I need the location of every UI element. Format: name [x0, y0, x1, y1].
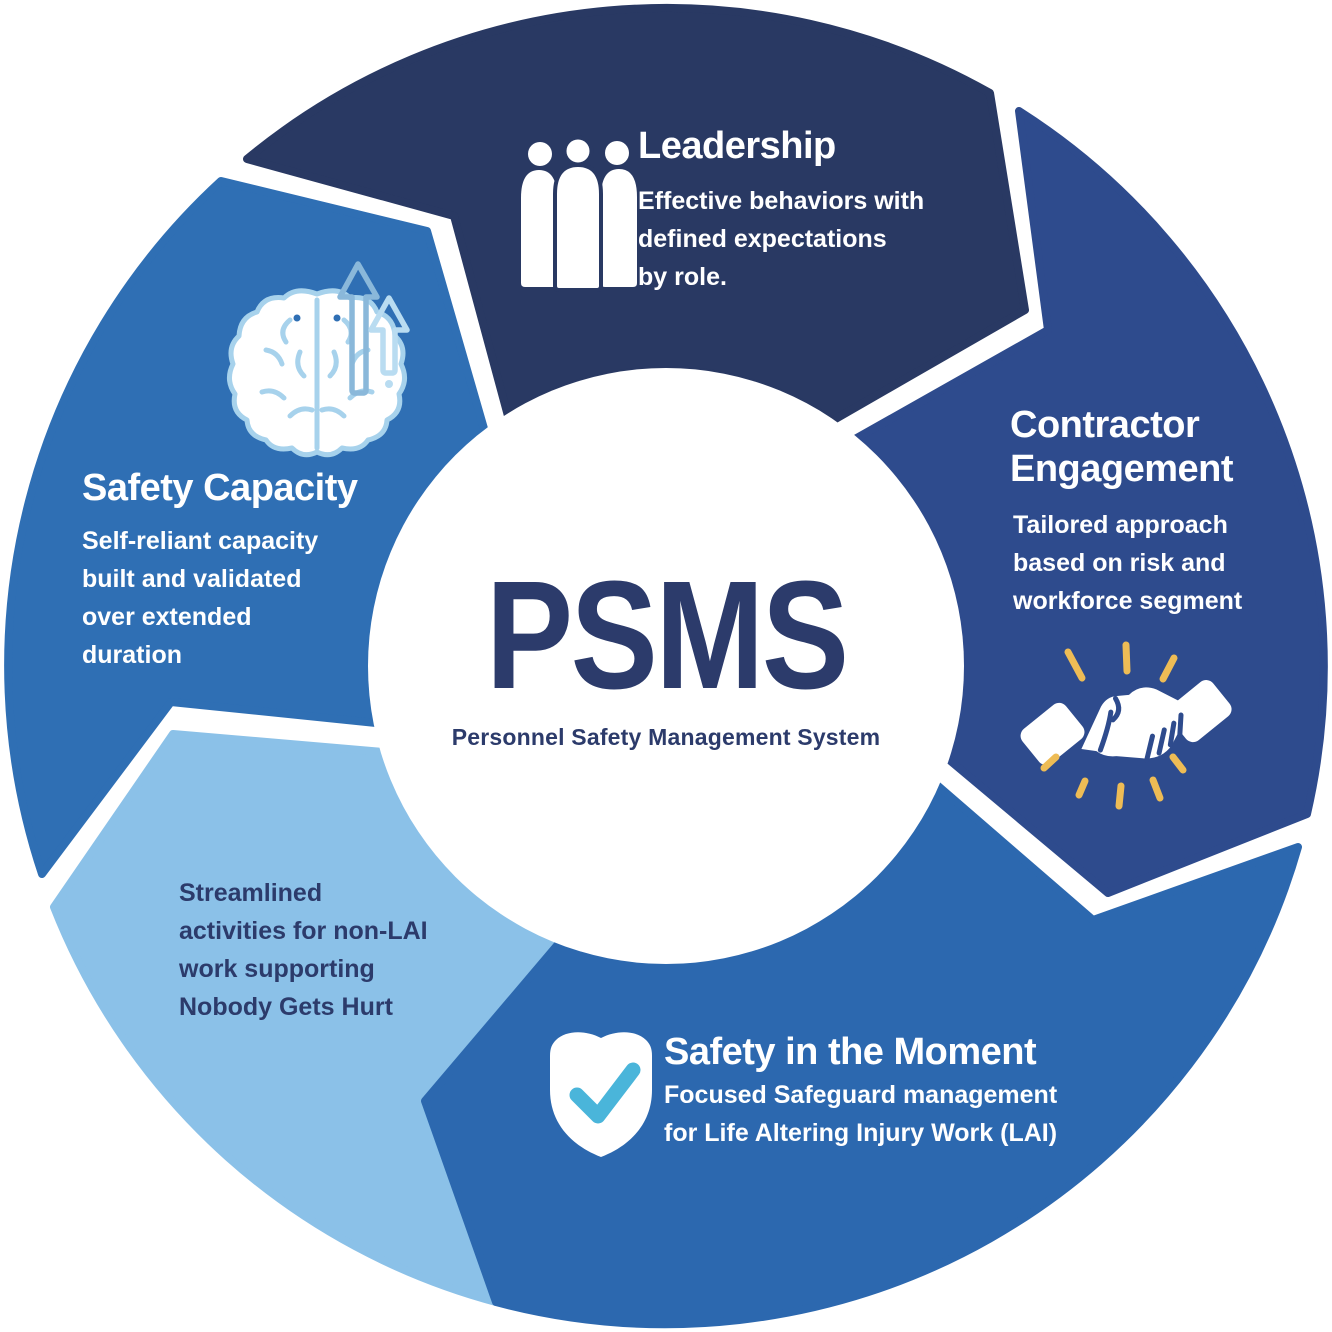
- center-acronym: PSMS: [0, 558, 1332, 712]
- text-line: by role.: [638, 263, 727, 291]
- safety-capacity-description: Self-reliant capacity built and validate…: [82, 522, 318, 674]
- psms-acronym-text: PSMS: [485, 549, 849, 721]
- text-line: over extended: [82, 603, 252, 631]
- text-line: work supporting: [179, 955, 375, 983]
- text-line: Tailored approach: [1013, 511, 1228, 539]
- handshake-rays: [1040, 641, 1187, 810]
- people-icon: [521, 135, 637, 292]
- brain-growth-icon: [227, 261, 410, 458]
- center-subtitle: Personnel Safety Management System: [451, 724, 881, 750]
- text-line: duration: [82, 641, 182, 669]
- safety-in-the-moment-description: Focused Safeguard management for Life Al…: [664, 1076, 1057, 1152]
- text-line: Focused Safeguard management: [664, 1081, 1058, 1109]
- shield-check-icon: [550, 1032, 652, 1157]
- leadership-description: Effective behaviors with defined expecta…: [638, 182, 924, 296]
- text-line: Streamlined: [179, 879, 323, 907]
- text-line: activities for non-LAI: [179, 917, 428, 945]
- text-line: Nobody Gets Hurt: [179, 993, 393, 1021]
- text-line: Contractor: [1010, 404, 1200, 446]
- text-line: workforce segment: [1013, 587, 1243, 615]
- streamlined-description: Streamlined activities for non-LAI work …: [179, 874, 428, 1026]
- contractor-engagement-title: Contractor Engagement: [1010, 403, 1234, 491]
- text-line: Self-reliant capacity: [82, 527, 319, 555]
- handshake-icon: [1020, 641, 1232, 810]
- growth-arrow-tall: [337, 261, 380, 396]
- safety-capacity-title: Safety Capacity: [82, 467, 358, 509]
- growth-arrow-short: [368, 295, 410, 376]
- text-line: based on risk and: [1013, 549, 1226, 577]
- center-hub-circle: [368, 368, 964, 964]
- text-line: for Life Altering Injury Work (LAI): [664, 1119, 1058, 1147]
- text-line: built and validated: [82, 565, 302, 593]
- text-line: Engagement: [1010, 448, 1234, 490]
- text-line: defined expectations: [638, 225, 887, 253]
- leadership-title: Leadership: [638, 125, 836, 167]
- contractor-engagement-description: Tailored approach based on risk and work…: [1013, 506, 1242, 620]
- text-line: Effective behaviors with: [638, 187, 925, 215]
- safety-in-the-moment-title: Safety in the Moment: [664, 1031, 1037, 1073]
